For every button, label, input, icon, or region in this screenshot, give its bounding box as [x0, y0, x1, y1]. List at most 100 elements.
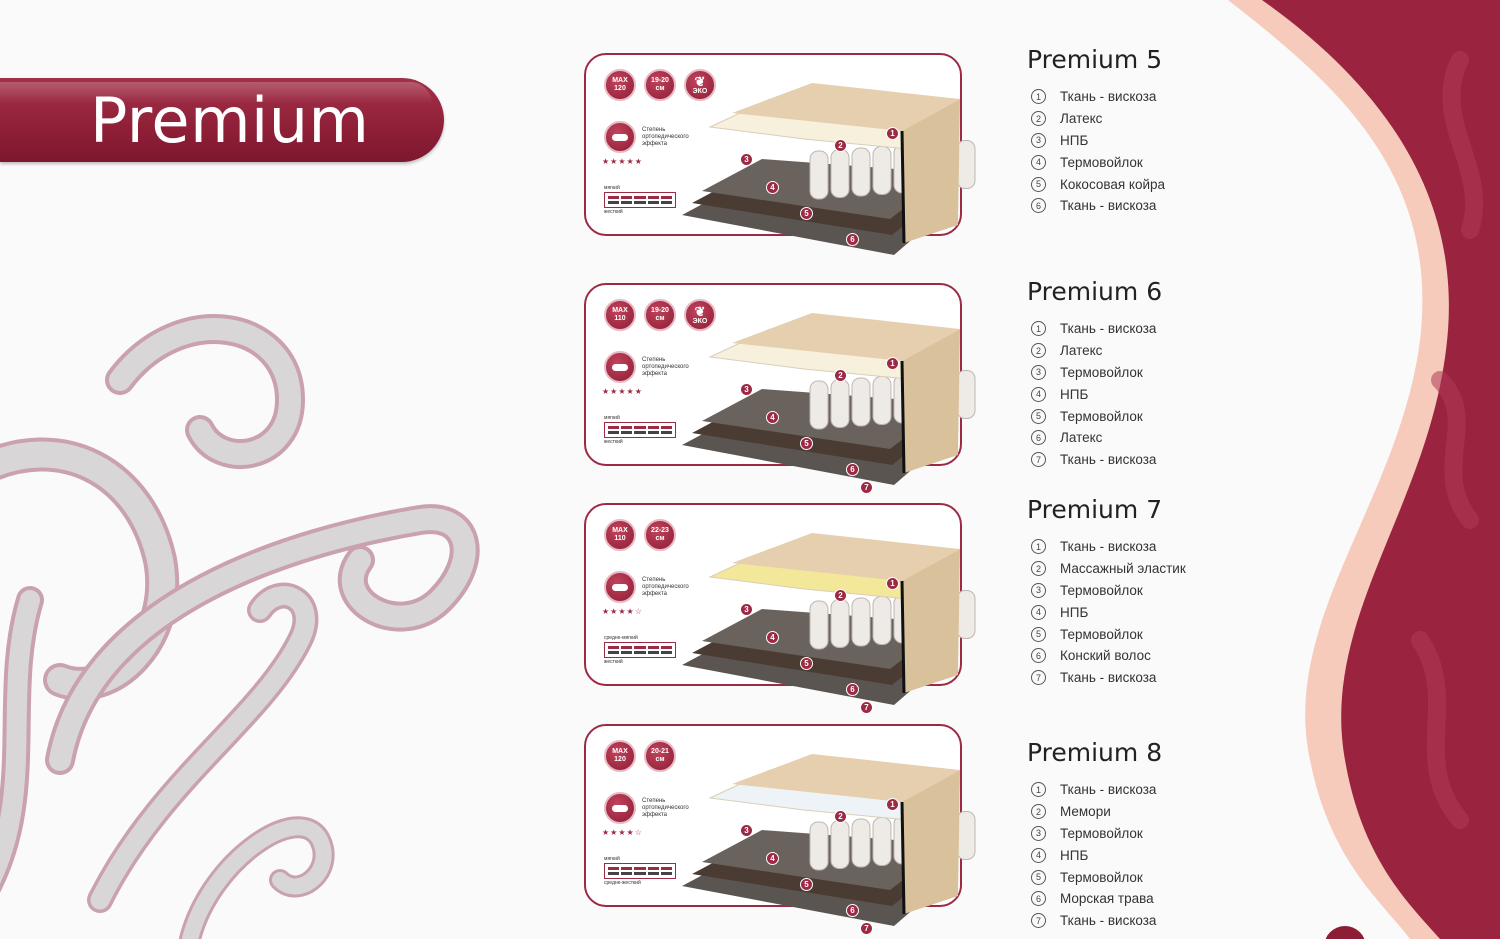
spring-coil	[956, 140, 976, 189]
spine-icon	[604, 792, 636, 824]
max-label: MAX	[612, 748, 628, 755]
spring-coil	[851, 377, 871, 427]
layer-marker: 1	[886, 798, 899, 811]
cover-edge	[900, 801, 906, 915]
layer-name: НПБ	[1060, 604, 1089, 620]
height-badge: 20-21 см	[644, 740, 676, 772]
list-item: 5 Термовойлок	[1027, 623, 1186, 645]
height-value: 19-20	[651, 307, 669, 314]
circled-number: 6	[1031, 198, 1046, 214]
product-title: Premium 5	[1027, 45, 1163, 74]
circled-number: 5	[1031, 176, 1046, 192]
product-card-8: MAX 120 20-21 см Степень ортопедического…	[584, 724, 976, 935]
product-card-6: MAX 110 19-20 см ❦ ЭКО Степень ортопедич…	[584, 283, 976, 494]
max-load-badge: MAX 120	[604, 740, 636, 772]
spring-coil	[956, 811, 976, 860]
layer-name: Ткань - вискоза	[1060, 539, 1157, 555]
leaf-icon: ❦	[694, 303, 706, 319]
layer-name: Мемори	[1060, 804, 1111, 820]
title-banner: Premium	[0, 78, 444, 162]
layer-marker: 6	[846, 683, 859, 696]
circled-number: 1	[1031, 782, 1046, 798]
badge-row: MAX 110 19-20 см ❦ ЭКО	[604, 299, 716, 331]
list-item: 4 Термовойлок	[1027, 151, 1165, 173]
spine-icon	[604, 571, 636, 603]
circled-number: 5	[1031, 869, 1046, 885]
ortho-effect: Степень ортопедического эффекта	[604, 792, 692, 824]
list-item: 4 НПБ	[1027, 844, 1162, 866]
circled-number: 4	[1031, 386, 1046, 402]
mattress-cover-side	[902, 329, 960, 473]
circled-number: 2	[1031, 561, 1046, 577]
circled-number: 2	[1031, 111, 1046, 127]
leaf-icon: ❦	[694, 73, 706, 89]
circled-number: 2	[1031, 343, 1046, 359]
layer-marker: 2	[834, 369, 847, 382]
list-item: 1 Ткань - вискоза	[1027, 779, 1162, 801]
circled-number: 6	[1031, 891, 1046, 907]
mattress-cross-section	[682, 83, 976, 255]
max-load-value: 120	[614, 85, 626, 92]
list-item: 3 Термовойлок	[1027, 580, 1186, 602]
circled-number: 3	[1031, 825, 1046, 841]
firmness-bottom-label: средне-жесткий	[604, 880, 641, 886]
mattress-cover-side	[902, 549, 960, 693]
product-title: Premium 6	[1027, 277, 1163, 306]
list-item: 6 Конский волос	[1027, 645, 1186, 667]
mattress-cover-top	[732, 533, 960, 581]
firmness-top-label: мягкий	[604, 856, 620, 862]
layer-marker: 1	[886, 357, 899, 370]
eco-badge: ❦ ЭКО	[684, 69, 716, 101]
layer-name: Термовойлок	[1060, 154, 1143, 170]
firmness-scale: мягкий жесткий	[604, 185, 676, 215]
layer-marker: 5	[800, 437, 813, 450]
circled-number: 7	[1031, 670, 1046, 686]
mattress-cross-section	[682, 313, 976, 485]
ortho-label: Степень ортопедического эффекта	[642, 576, 689, 597]
product-title: Premium 7	[1027, 495, 1163, 524]
height-unit: см	[655, 756, 665, 763]
spec-block-8: Premium 8 1 Ткань - вискоза 2 Мемори 3 Т…	[1027, 738, 1162, 932]
layer-list: 1 Ткань - вискоза 2 Массажный эластик 3 …	[1027, 536, 1186, 689]
layer-marker: 1	[886, 127, 899, 140]
ortho-label: Степень ортопедического эффекта	[642, 356, 689, 377]
list-item: 2 Массажный эластик	[1027, 558, 1186, 580]
firmness-bars	[604, 863, 676, 879]
layer-name: Термовойлок	[1060, 582, 1143, 598]
spring-coil	[851, 147, 871, 197]
firmness-bottom-label: жесткий	[604, 659, 623, 665]
height-unit: см	[655, 85, 665, 92]
layer-name: НПБ	[1060, 847, 1089, 863]
height-value: 20-21	[651, 748, 669, 755]
layer-name: Ткань - вискоза	[1060, 321, 1157, 337]
list-item: 4 НПБ	[1027, 383, 1162, 405]
spring-coil	[851, 818, 871, 868]
layer-name: Ткань - вискоза	[1060, 782, 1157, 798]
ortho-label: Степень ортопедического эффекта	[642, 126, 689, 147]
mattress-cover-side	[902, 99, 960, 243]
rating-stars: ★★★★☆	[602, 607, 643, 616]
spring-coil	[872, 596, 892, 645]
max-load-value: 110	[614, 315, 626, 322]
layer-marker: 4	[766, 631, 779, 644]
list-item: 5 Термовойлок	[1027, 866, 1162, 888]
circled-number: 3	[1031, 132, 1046, 148]
spring-coil	[809, 600, 829, 650]
circled-number: 4	[1031, 154, 1046, 170]
layer-name: Массажный эластик	[1060, 561, 1186, 577]
spring-coil	[830, 149, 850, 198]
layer-name: Ткань - вискоза	[1060, 670, 1157, 686]
list-item: 1 Ткань - вискоза	[1027, 536, 1186, 558]
firmness-scale: мягкий средне-жесткий	[604, 856, 676, 886]
circled-number: 4	[1031, 604, 1046, 620]
spring-coil	[830, 599, 850, 648]
badge-row: MAX 110 22-23 см	[604, 519, 676, 551]
list-item: 7 Ткань - вискоза	[1027, 449, 1162, 471]
layer-marker: 2	[834, 589, 847, 602]
max-load-badge: MAX 110	[604, 299, 636, 331]
list-item: 2 Латекс	[1027, 108, 1165, 130]
layer-name: Термовойлок	[1060, 364, 1143, 380]
layer-name: Латекс	[1060, 430, 1103, 446]
firmness-bars	[604, 642, 676, 658]
list-item: 3 Термовойлок	[1027, 823, 1162, 845]
